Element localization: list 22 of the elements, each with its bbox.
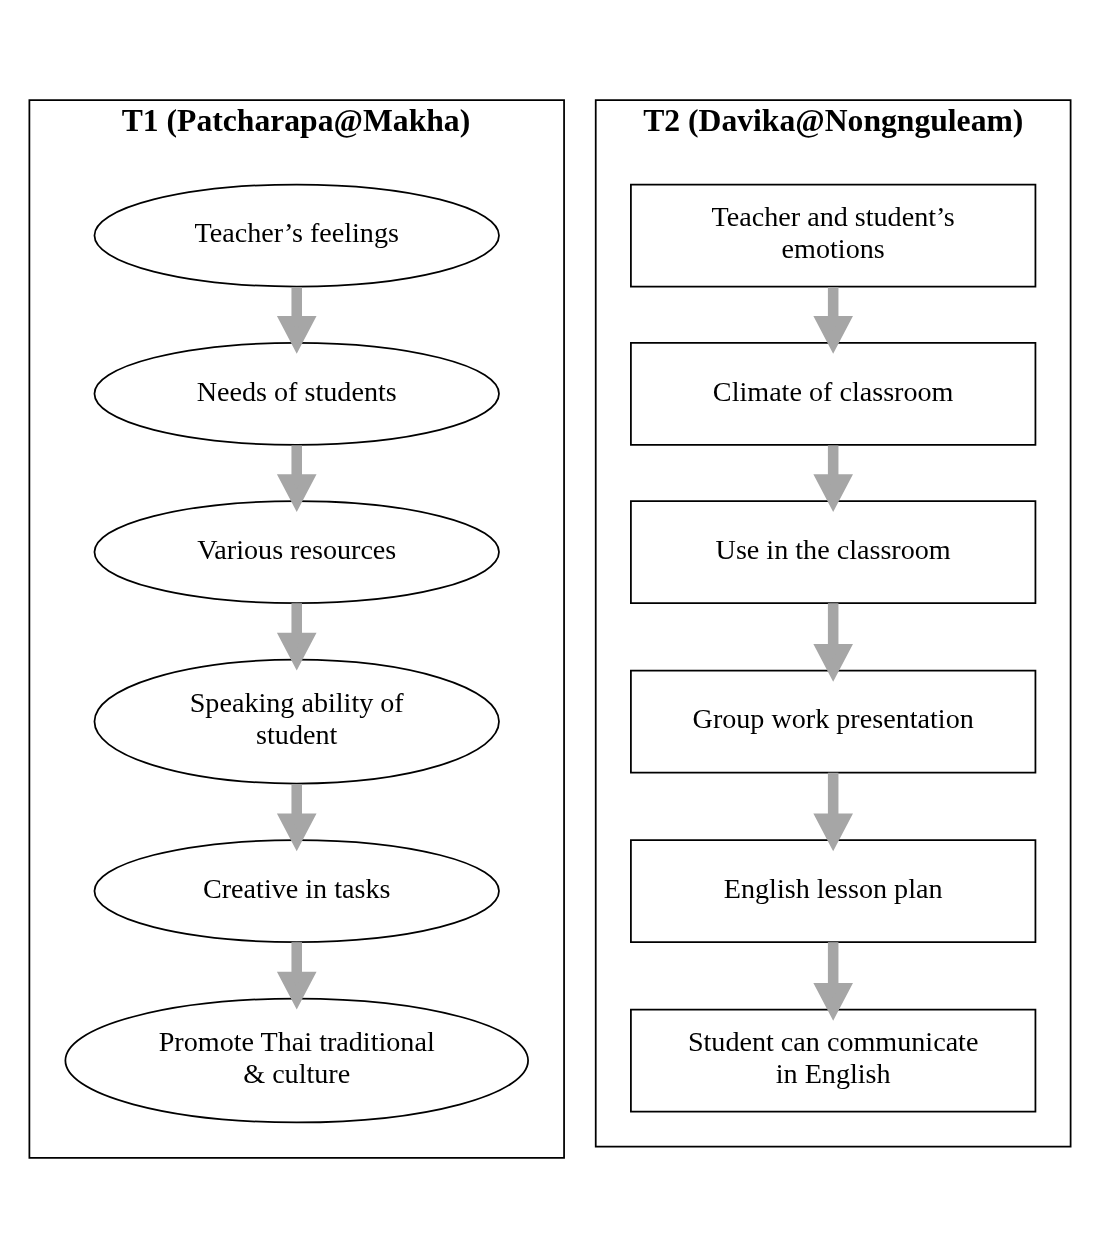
node-box: Student can communicate in English <box>630 1008 1037 1112</box>
arrow <box>276 783 317 851</box>
node-box: English lesson plan <box>630 838 1037 943</box>
arrow <box>813 941 853 1021</box>
node-box: Group work presentation <box>630 669 1037 773</box>
node-ellipse: Creative in tasks <box>93 838 500 943</box>
arrow <box>813 772 853 851</box>
arrow <box>813 286 853 354</box>
node-ellipse: Needs of students <box>93 341 500 446</box>
arrow <box>276 941 317 1009</box>
arrow <box>276 286 317 354</box>
arrow <box>813 444 853 512</box>
node-box: Use in the classroom <box>630 499 1037 604</box>
node-box: Teacher and student’s emotions <box>630 183 1037 287</box>
node-box: Climate of classroom <box>630 341 1037 446</box>
arrow <box>276 444 317 512</box>
node-ellipse: Speaking ability of student <box>93 658 500 784</box>
node-ellipse: Promote Thai traditional & culture <box>64 997 529 1123</box>
node-ellipse: Various resources <box>93 499 500 604</box>
arrow <box>813 602 853 682</box>
node-ellipse: Teacher’s feelings <box>93 183 500 287</box>
arrow <box>276 602 317 671</box>
